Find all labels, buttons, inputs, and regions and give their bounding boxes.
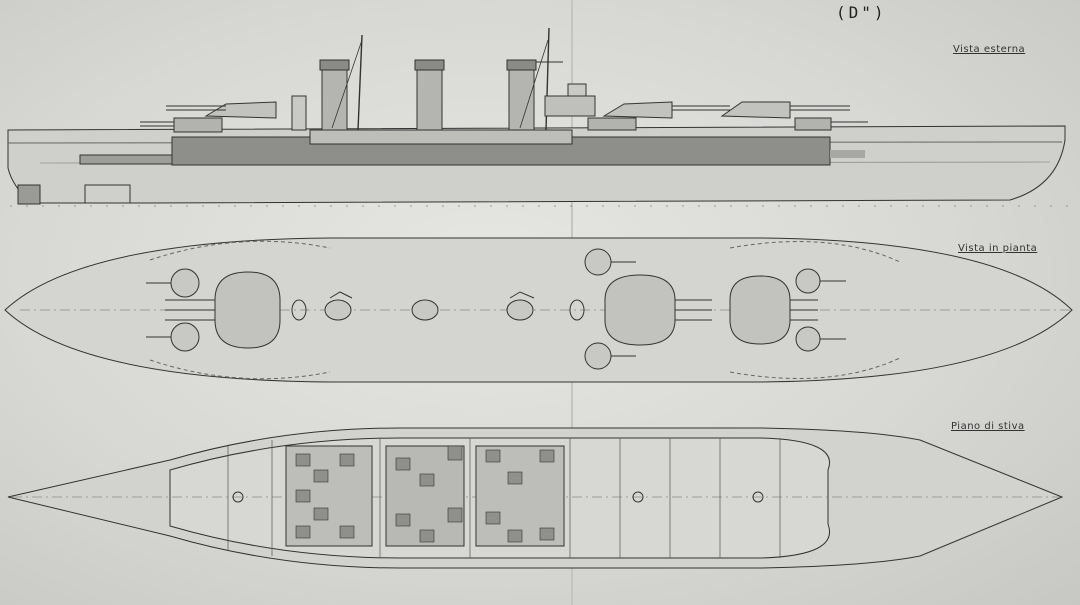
hold-barbette-2 [632,491,644,503]
elevation-view [7,27,1066,205]
label-elevation-view: Vista esterna [953,44,1026,55]
hold-machinery-units [295,445,555,543]
plan-vent-2 [509,291,535,299]
plan-fitting-1 [291,299,307,321]
plan-wing-turret-stern-top [795,268,846,294]
hold-view [7,427,1064,569]
label-hold-view: Piano di stiva [951,421,1025,432]
hold-barbette-3 [752,491,764,503]
funnel-2 [414,59,445,131]
turret-b [166,101,277,119]
plan-view [4,237,1073,383]
plan-fitting-2 [569,299,585,321]
aft-superstructure [544,95,596,117]
bow-anchor-recess [17,184,41,205]
sheet-code: (D") [836,3,887,22]
plan-funnel-2 [411,299,439,321]
fore-mast-stay [331,39,363,129]
forward-tower [291,95,307,131]
plan-wing-turret-stern-bottom [795,326,846,352]
fore-mast [357,34,363,131]
bow-fitting [84,184,131,204]
plan-turret-forward [165,271,281,349]
plan-vent-1 [329,291,353,299]
turret-d [720,101,850,119]
plan-wing-turret-fwd-top [146,268,200,298]
plan-arc-fwd-bottom [149,359,331,380]
plan-turret-aft-2 [729,275,818,345]
turret-c [602,101,730,119]
plan-arc-aft-bottom [729,357,901,379]
hold-bulkheads [227,438,781,558]
forward-belt [79,154,173,165]
turret-a [140,117,223,133]
main-mast-stay [519,39,549,129]
plan-wing-turret-aft-top [584,248,636,276]
plan-funnel-3 [506,299,534,321]
plan-wing-turret-aft-bottom [584,342,636,370]
hold-barbette-1 [232,491,244,503]
plan-arc-aft-top [729,241,901,263]
plan-funnel-1 [324,299,352,321]
plan-arc-fwd-top [149,240,331,261]
funnel-3 [506,59,537,131]
aft-belt [830,150,865,158]
plan-wing-turret-fwd-bottom [146,322,200,352]
plan-turret-aft-1 [604,274,712,346]
superstructure-base [309,129,573,145]
label-plan-view: Vista in pianta [958,243,1038,254]
turret-e [587,117,868,131]
